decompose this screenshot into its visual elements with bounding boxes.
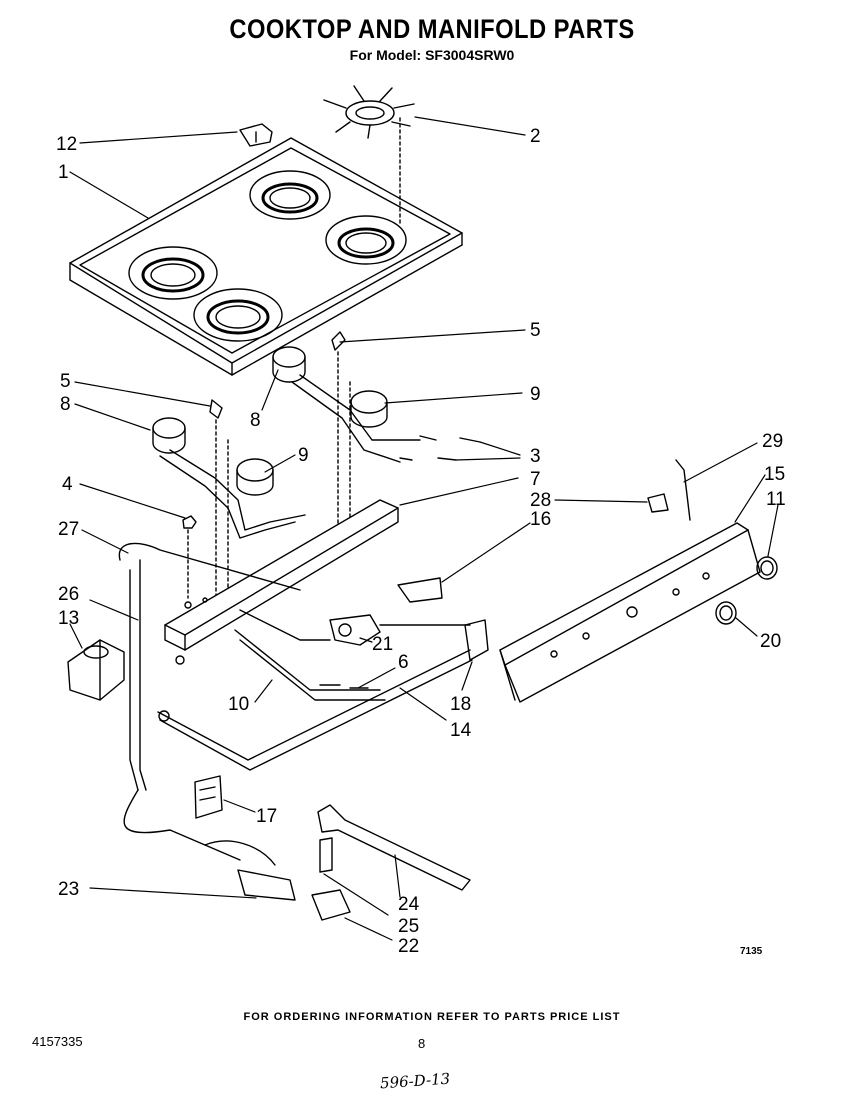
callout-24: 24	[398, 894, 420, 915]
callout-labels: 12 1 2 5 5 8 8 9 9 3 4 7 29 15 28 16 11 …	[56, 126, 786, 957]
document-number: 4157335	[32, 1034, 83, 1049]
manifold-panel	[499, 522, 761, 703]
pressure-regulator	[67, 639, 125, 701]
callout-9: 9	[298, 445, 309, 466]
callout-21: 21	[372, 634, 393, 655]
callout-15: 15	[764, 464, 785, 485]
screw	[647, 493, 669, 513]
callout-18: 18	[450, 694, 471, 715]
callout-10: 10	[228, 694, 249, 715]
callout-28: 28	[530, 490, 551, 511]
callout-20: 20	[760, 631, 781, 652]
callout-8: 8	[60, 394, 71, 415]
wire	[675, 459, 691, 521]
page-title: COOKTOP AND MANIFOLD PARTS	[229, 14, 635, 44]
drawing-number: 7135	[740, 946, 763, 957]
callout-7: 7	[530, 469, 541, 490]
callout-1: 1	[58, 162, 69, 183]
callout-12: 12	[56, 134, 77, 155]
cooktop-burner-openings	[128, 170, 407, 342]
callout-16: 16	[530, 509, 551, 530]
manifold-bracket	[164, 499, 399, 665]
callout-11: 11	[766, 489, 786, 510]
model-line: For Model: SF3004SRW0	[349, 47, 515, 63]
callout-29: 29	[762, 431, 783, 452]
nut	[182, 515, 197, 599]
callout-14: 14	[450, 720, 472, 741]
callout-23: 23	[58, 879, 79, 900]
callout-2: 2	[530, 126, 541, 147]
page-number: 8	[418, 1036, 426, 1051]
callout-5: 5	[530, 320, 541, 341]
callout-13: 13	[58, 608, 79, 629]
callout-26: 26	[58, 584, 79, 605]
oven-burner-assembly	[204, 804, 471, 921]
burner-tubes	[234, 609, 386, 701]
callout-4: 4	[62, 474, 73, 495]
clip	[239, 123, 273, 147]
callout-6: 6	[398, 652, 409, 673]
burner-grate	[323, 85, 415, 226]
burner-assembly-rear	[272, 331, 481, 531]
callout-17: 17	[256, 806, 277, 827]
callout-5: 5	[60, 371, 71, 392]
mounting-bracket	[194, 775, 223, 819]
callout-3: 3	[530, 446, 541, 467]
valve-bracket	[464, 619, 489, 661]
supply-tube	[118, 542, 301, 861]
burner-assembly-front	[152, 399, 306, 611]
gas-valve	[329, 614, 471, 646]
callout-8: 8	[250, 410, 261, 431]
manifold-pipe	[157, 649, 473, 771]
knobs	[715, 556, 778, 625]
leader-lines	[69, 116, 779, 941]
callout-25: 25	[398, 916, 419, 937]
ordering-note: FOR ORDERING INFORMATION REFER TO PARTS …	[243, 1011, 621, 1023]
callout-22: 22	[398, 936, 419, 957]
cooktop-panel	[69, 137, 463, 376]
callout-9: 9	[530, 384, 541, 405]
callout-27: 27	[58, 519, 79, 540]
orifice-fittings	[319, 577, 443, 689]
